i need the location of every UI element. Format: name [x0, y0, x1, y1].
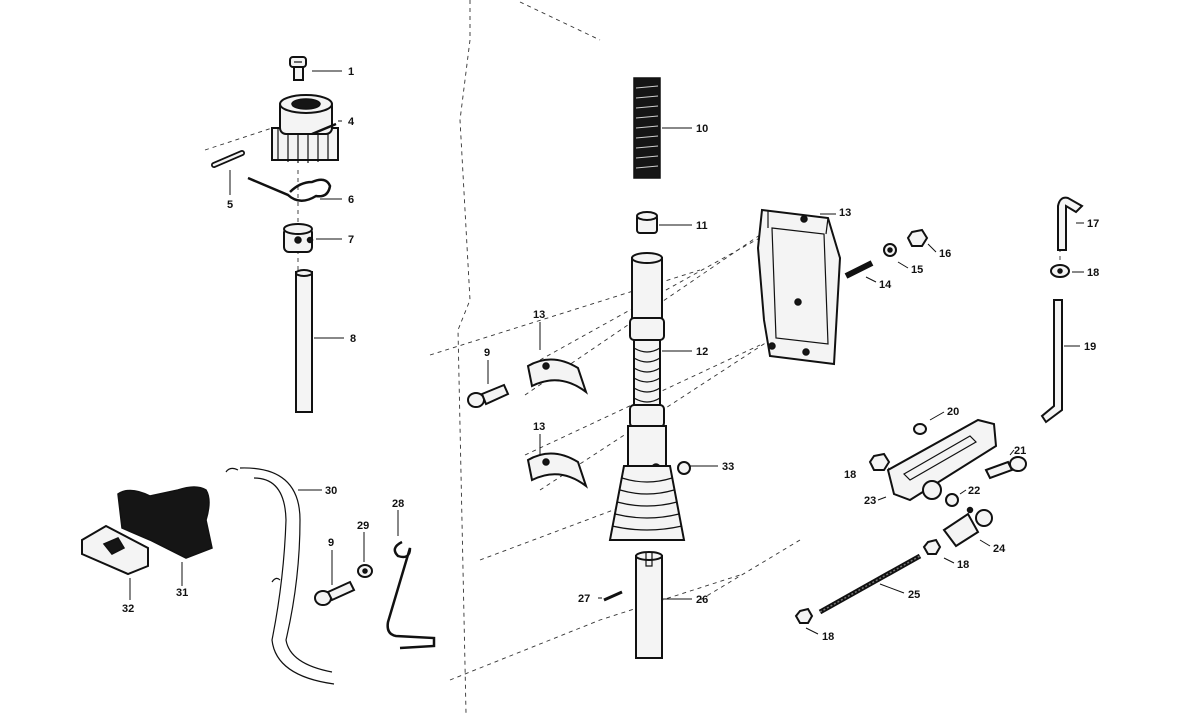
callout-27: 27	[578, 593, 590, 605]
callout-30: 30	[325, 485, 337, 497]
callout-9a: 9	[484, 347, 490, 359]
part-32-bracket-block	[81, 524, 149, 576]
part-20-lever-plate	[886, 418, 998, 502]
part-13-clamp-lower	[526, 452, 588, 489]
callout-25: 25	[908, 589, 920, 601]
callout-labels: 1 4 5 6 7 8 9 9 10 11 12 13 13 13 14 15 …	[122, 66, 1099, 643]
bellows-boot	[608, 465, 686, 541]
part-19-l-rod	[1040, 299, 1063, 424]
callout-18b: 18	[844, 469, 856, 481]
part-28-wire-lever	[386, 540, 436, 650]
part-10-coil-spring	[633, 77, 661, 179]
part-27-pin	[603, 590, 623, 602]
callout-10: 10	[696, 123, 708, 135]
part-12-main-tube	[627, 252, 667, 473]
part-18-nut-a	[1050, 264, 1070, 278]
part-18-nut-c	[922, 538, 942, 555]
callout-18c: 18	[957, 559, 969, 571]
part-31-pad	[117, 486, 213, 559]
part-18-nut-d	[794, 607, 814, 624]
part-29-washer	[357, 564, 373, 578]
part-9-bolt-lower	[314, 580, 356, 606]
part-26-lower-tube	[635, 551, 663, 659]
callout-7: 7	[348, 234, 354, 246]
callout-4: 4	[348, 116, 355, 128]
part-8-shaft	[295, 269, 313, 413]
callout-8: 8	[350, 333, 356, 345]
callout-31: 31	[176, 587, 188, 599]
callout-24: 24	[993, 543, 1006, 555]
part-30-hose	[225, 467, 335, 685]
callout-18d: 18	[822, 631, 834, 643]
callout-28: 28	[392, 498, 404, 510]
callout-21: 21	[1014, 445, 1026, 457]
part-17-bent-rod	[1057, 196, 1084, 251]
callout-23: 23	[864, 495, 876, 507]
callout-12: 12	[696, 346, 708, 358]
part-5-pin	[211, 150, 245, 168]
callout-26: 26	[696, 594, 708, 606]
part-33-nut	[677, 461, 691, 475]
callout-20: 20	[947, 406, 959, 418]
part-15-washer	[883, 243, 897, 257]
callout-13c: 13	[533, 421, 545, 433]
part-13-clamp-upper	[526, 358, 588, 395]
callout-11: 11	[696, 220, 708, 232]
callout-13a: 13	[839, 207, 851, 219]
callout-14: 14	[879, 279, 892, 291]
callout-1: 1	[348, 66, 354, 78]
assembly-guide-lines	[204, 0, 1061, 713]
part-25-threaded-rod	[818, 553, 922, 615]
callout-5: 5	[227, 199, 233, 211]
part-14-stud	[844, 260, 874, 279]
callout-19: 19	[1084, 341, 1096, 353]
callout-13b: 13	[533, 309, 545, 321]
part-16-nut	[906, 228, 929, 247]
callout-18a: 18	[1087, 267, 1099, 279]
callout-29: 29	[357, 520, 369, 532]
part-22-washer	[945, 493, 959, 507]
part-13-housing-bracket	[756, 208, 842, 366]
part-6-spring-clip	[247, 176, 332, 202]
part-9-bolt-upper	[467, 383, 510, 408]
part-1-screw	[289, 56, 307, 81]
callout-33: 33	[722, 461, 734, 473]
part-18-nut-b	[868, 452, 891, 471]
callout-22: 22	[968, 485, 980, 497]
leader-lines	[129, 70, 1084, 635]
part-7-coupling	[283, 223, 314, 253]
callout-15: 15	[911, 264, 923, 276]
callout-16: 16	[939, 248, 951, 260]
part-23-knob	[922, 480, 942, 500]
callout-17: 17	[1087, 218, 1099, 230]
part-4-gear-assembly	[271, 94, 339, 163]
part-21-screw	[984, 456, 1027, 480]
callout-32: 32	[122, 603, 134, 615]
part-11-bushing	[636, 211, 658, 234]
callout-9b: 9	[328, 537, 334, 549]
callout-6: 6	[348, 194, 354, 206]
part-24-rod-end	[942, 506, 993, 548]
